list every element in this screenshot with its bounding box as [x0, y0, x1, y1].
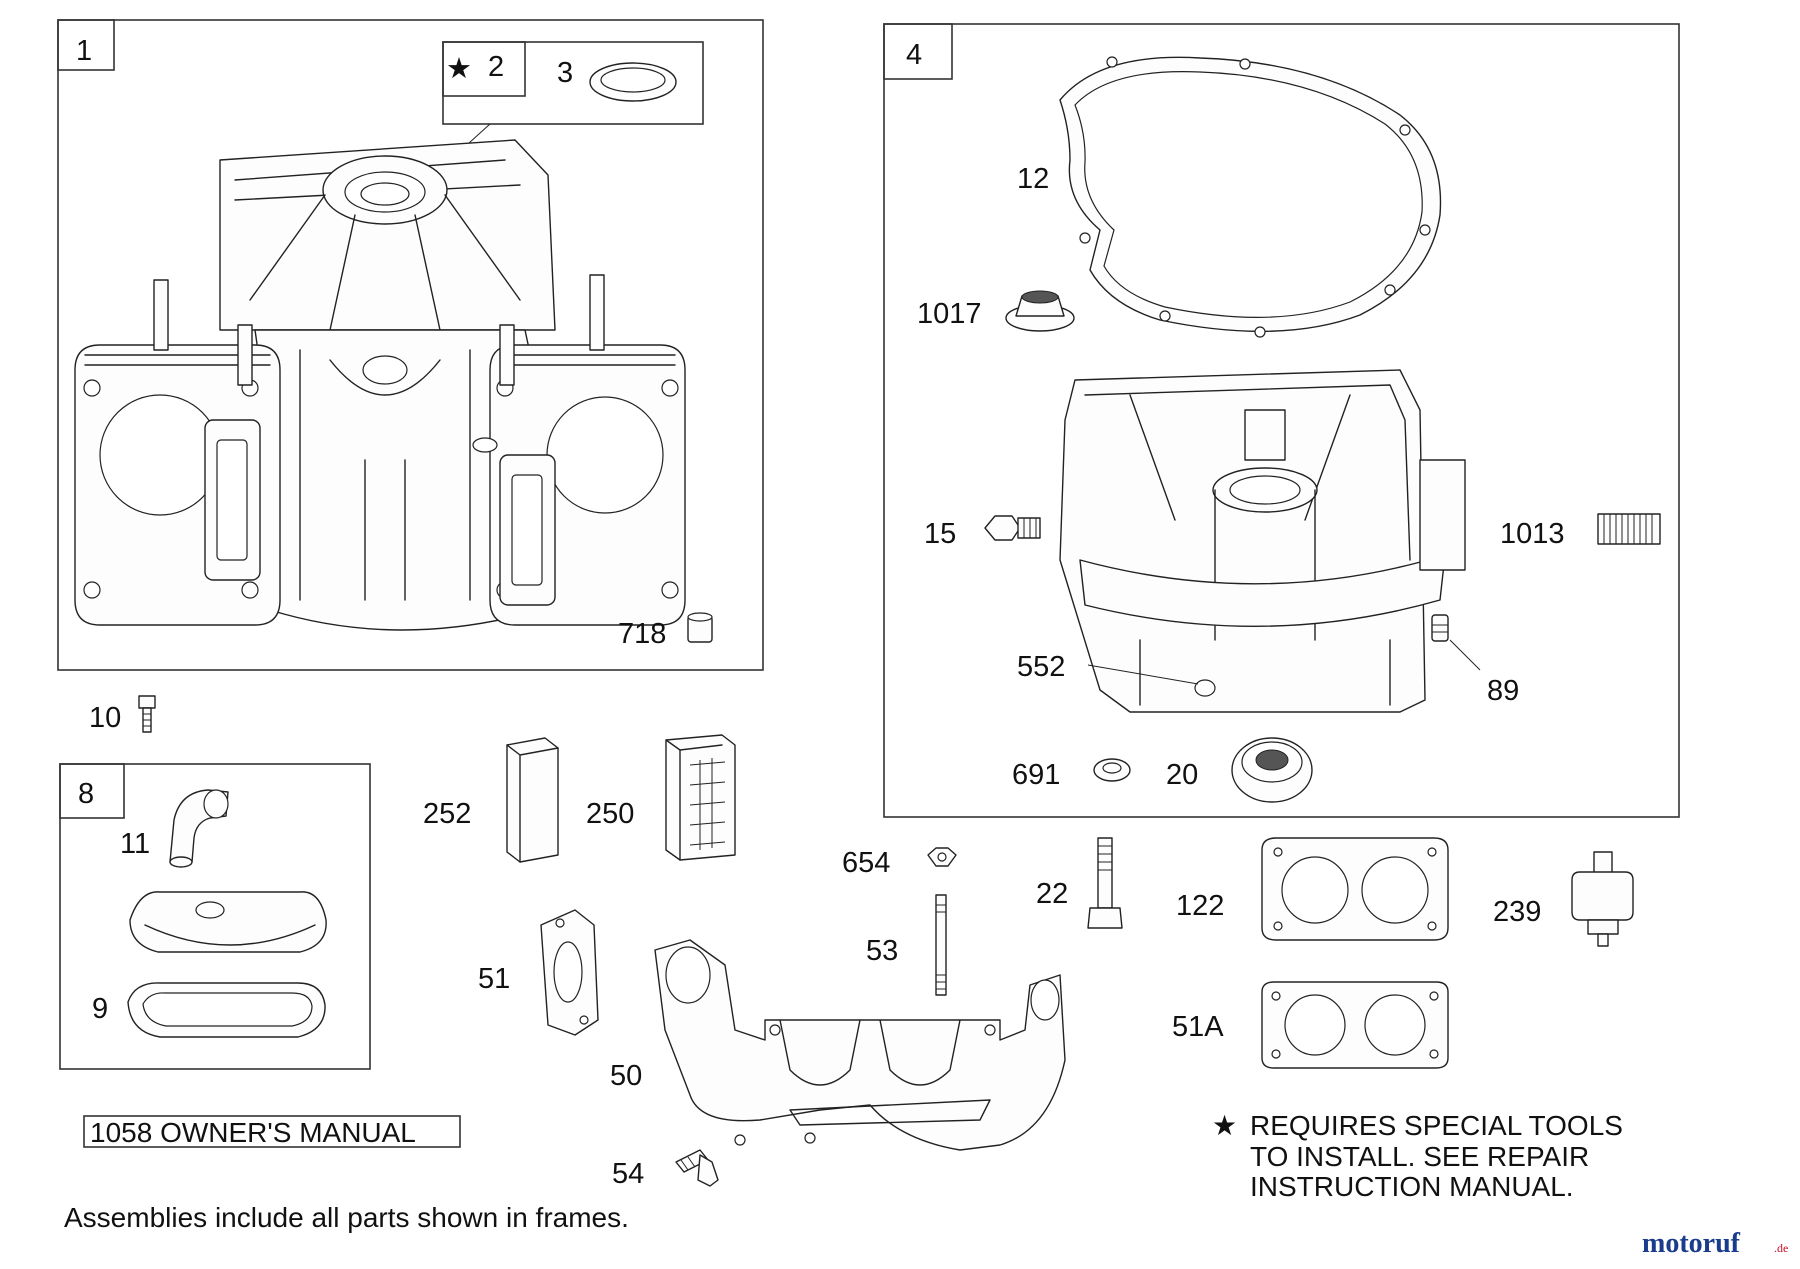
gasket-part-250 [665, 734, 736, 861]
solenoid-part-239 [1571, 851, 1634, 947]
label-part-51: 51 [478, 963, 510, 995]
label-part-552: 552 [1017, 651, 1065, 683]
special-tools-star: ★ [1212, 1110, 1237, 1141]
label-part-718: 718 [618, 618, 666, 650]
frame-1-tag [57, 19, 115, 71]
nut-part-654 [927, 847, 957, 867]
spring-part-1013 [1597, 513, 1661, 545]
frame-8-border [59, 763, 371, 1070]
leader-part-552 [1087, 664, 1199, 685]
assembly-frame-4: 4 12 1017 [883, 23, 1680, 818]
label-part-250: 250 [586, 798, 634, 830]
frame-8-tag [59, 763, 125, 819]
label-part-3: 3 [557, 57, 573, 89]
label-part-122: 122 [1176, 890, 1224, 922]
label-part-252: 252 [423, 798, 471, 830]
washer-part-691 [1093, 758, 1131, 782]
exhaust-manifold-part-50 [654, 939, 1066, 1151]
label-part-51a: 51A [1172, 1011, 1224, 1043]
assembly-frame-1: 1 ★ 2 3 [57, 19, 764, 671]
insulator-block-part-252 [506, 737, 559, 863]
label-part-11: 11 [120, 828, 150, 860]
spacer-part-122 [1261, 837, 1449, 941]
label-part-654: 654 [842, 847, 890, 879]
label-part-239: 239 [1493, 896, 1541, 928]
special-tools-line-2: TO INSTALL. SEE REPAIR [1250, 1141, 1589, 1172]
label-part-2: 2 [488, 51, 504, 83]
owners-manual-label: 1058 OWNER'S MANUAL [90, 1117, 416, 1148]
breather-cover-drawing [129, 891, 327, 953]
special-tools-line-1: REQUIRES SPECIAL TOOLS [1250, 1110, 1623, 1141]
gasket-part-12 [1059, 56, 1442, 338]
breather-tube-part-11 [169, 789, 229, 868]
gasket-part-51a [1261, 981, 1449, 1069]
label-part-1017: 1017 [917, 298, 982, 330]
label-part-15: 15 [924, 518, 956, 550]
motoruf-logo: motoruf .de [1642, 1228, 1788, 1259]
dowel-pin-part-718 [687, 612, 713, 643]
screw-part-10 [138, 695, 156, 733]
plug-part-15 [984, 515, 1041, 541]
special-tool-star: ★ [446, 53, 472, 85]
frame-8-number: 8 [78, 778, 94, 810]
frame-4-border [883, 23, 1680, 818]
seal-ring-part-3 [589, 62, 677, 102]
label-part-54: 54 [612, 1158, 644, 1190]
label-part-22: 22 [1036, 878, 1068, 910]
label-part-89: 89 [1487, 675, 1519, 707]
special-tools-note: ★ REQUIRES SPECIAL TOOLS TO INSTALL. SEE… [1212, 1110, 1623, 1202]
governor-part-1017 [1005, 290, 1075, 332]
assembly-frame-8: 8 11 9 [59, 763, 371, 1070]
stud-part-53 [935, 894, 947, 996]
leader-part-89 [1449, 639, 1481, 671]
inset-tag-2 [442, 41, 526, 97]
gasket-part-9 [127, 982, 326, 1038]
label-part-12: 12 [1017, 163, 1049, 195]
logo-text: motoruf [1642, 1228, 1741, 1259]
label-part-1013: 1013 [1500, 518, 1565, 550]
owners-manual-box: 1058 OWNER'S MANUAL [83, 1115, 461, 1148]
screw-part-54 [675, 1149, 719, 1187]
sump-cover-drawing [1059, 369, 1466, 713]
frame-4-tag [883, 23, 953, 80]
label-part-9: 9 [92, 993, 108, 1025]
label-part-691: 691 [1012, 759, 1060, 791]
gasket-part-51 [540, 909, 599, 1036]
oil-seal-part-20 [1231, 737, 1313, 803]
label-part-53: 53 [866, 935, 898, 967]
logo-suffix: .de [1774, 1241, 1788, 1255]
label-part-20: 20 [1166, 759, 1198, 791]
bolt-part-22 [1087, 837, 1123, 929]
special-tools-line-3: INSTRUCTION MANUAL. [1250, 1171, 1574, 1202]
assemblies-footer-note: Assemblies include all parts shown in fr… [64, 1202, 629, 1233]
frame-1-border [57, 19, 764, 671]
label-part-10: 10 [89, 702, 121, 734]
frame-4-number: 4 [906, 39, 922, 71]
engine-block-drawing [74, 139, 686, 631]
label-part-50: 50 [610, 1060, 642, 1092]
frame-1-number: 1 [76, 35, 92, 67]
fitting-part-89 [1431, 614, 1449, 642]
